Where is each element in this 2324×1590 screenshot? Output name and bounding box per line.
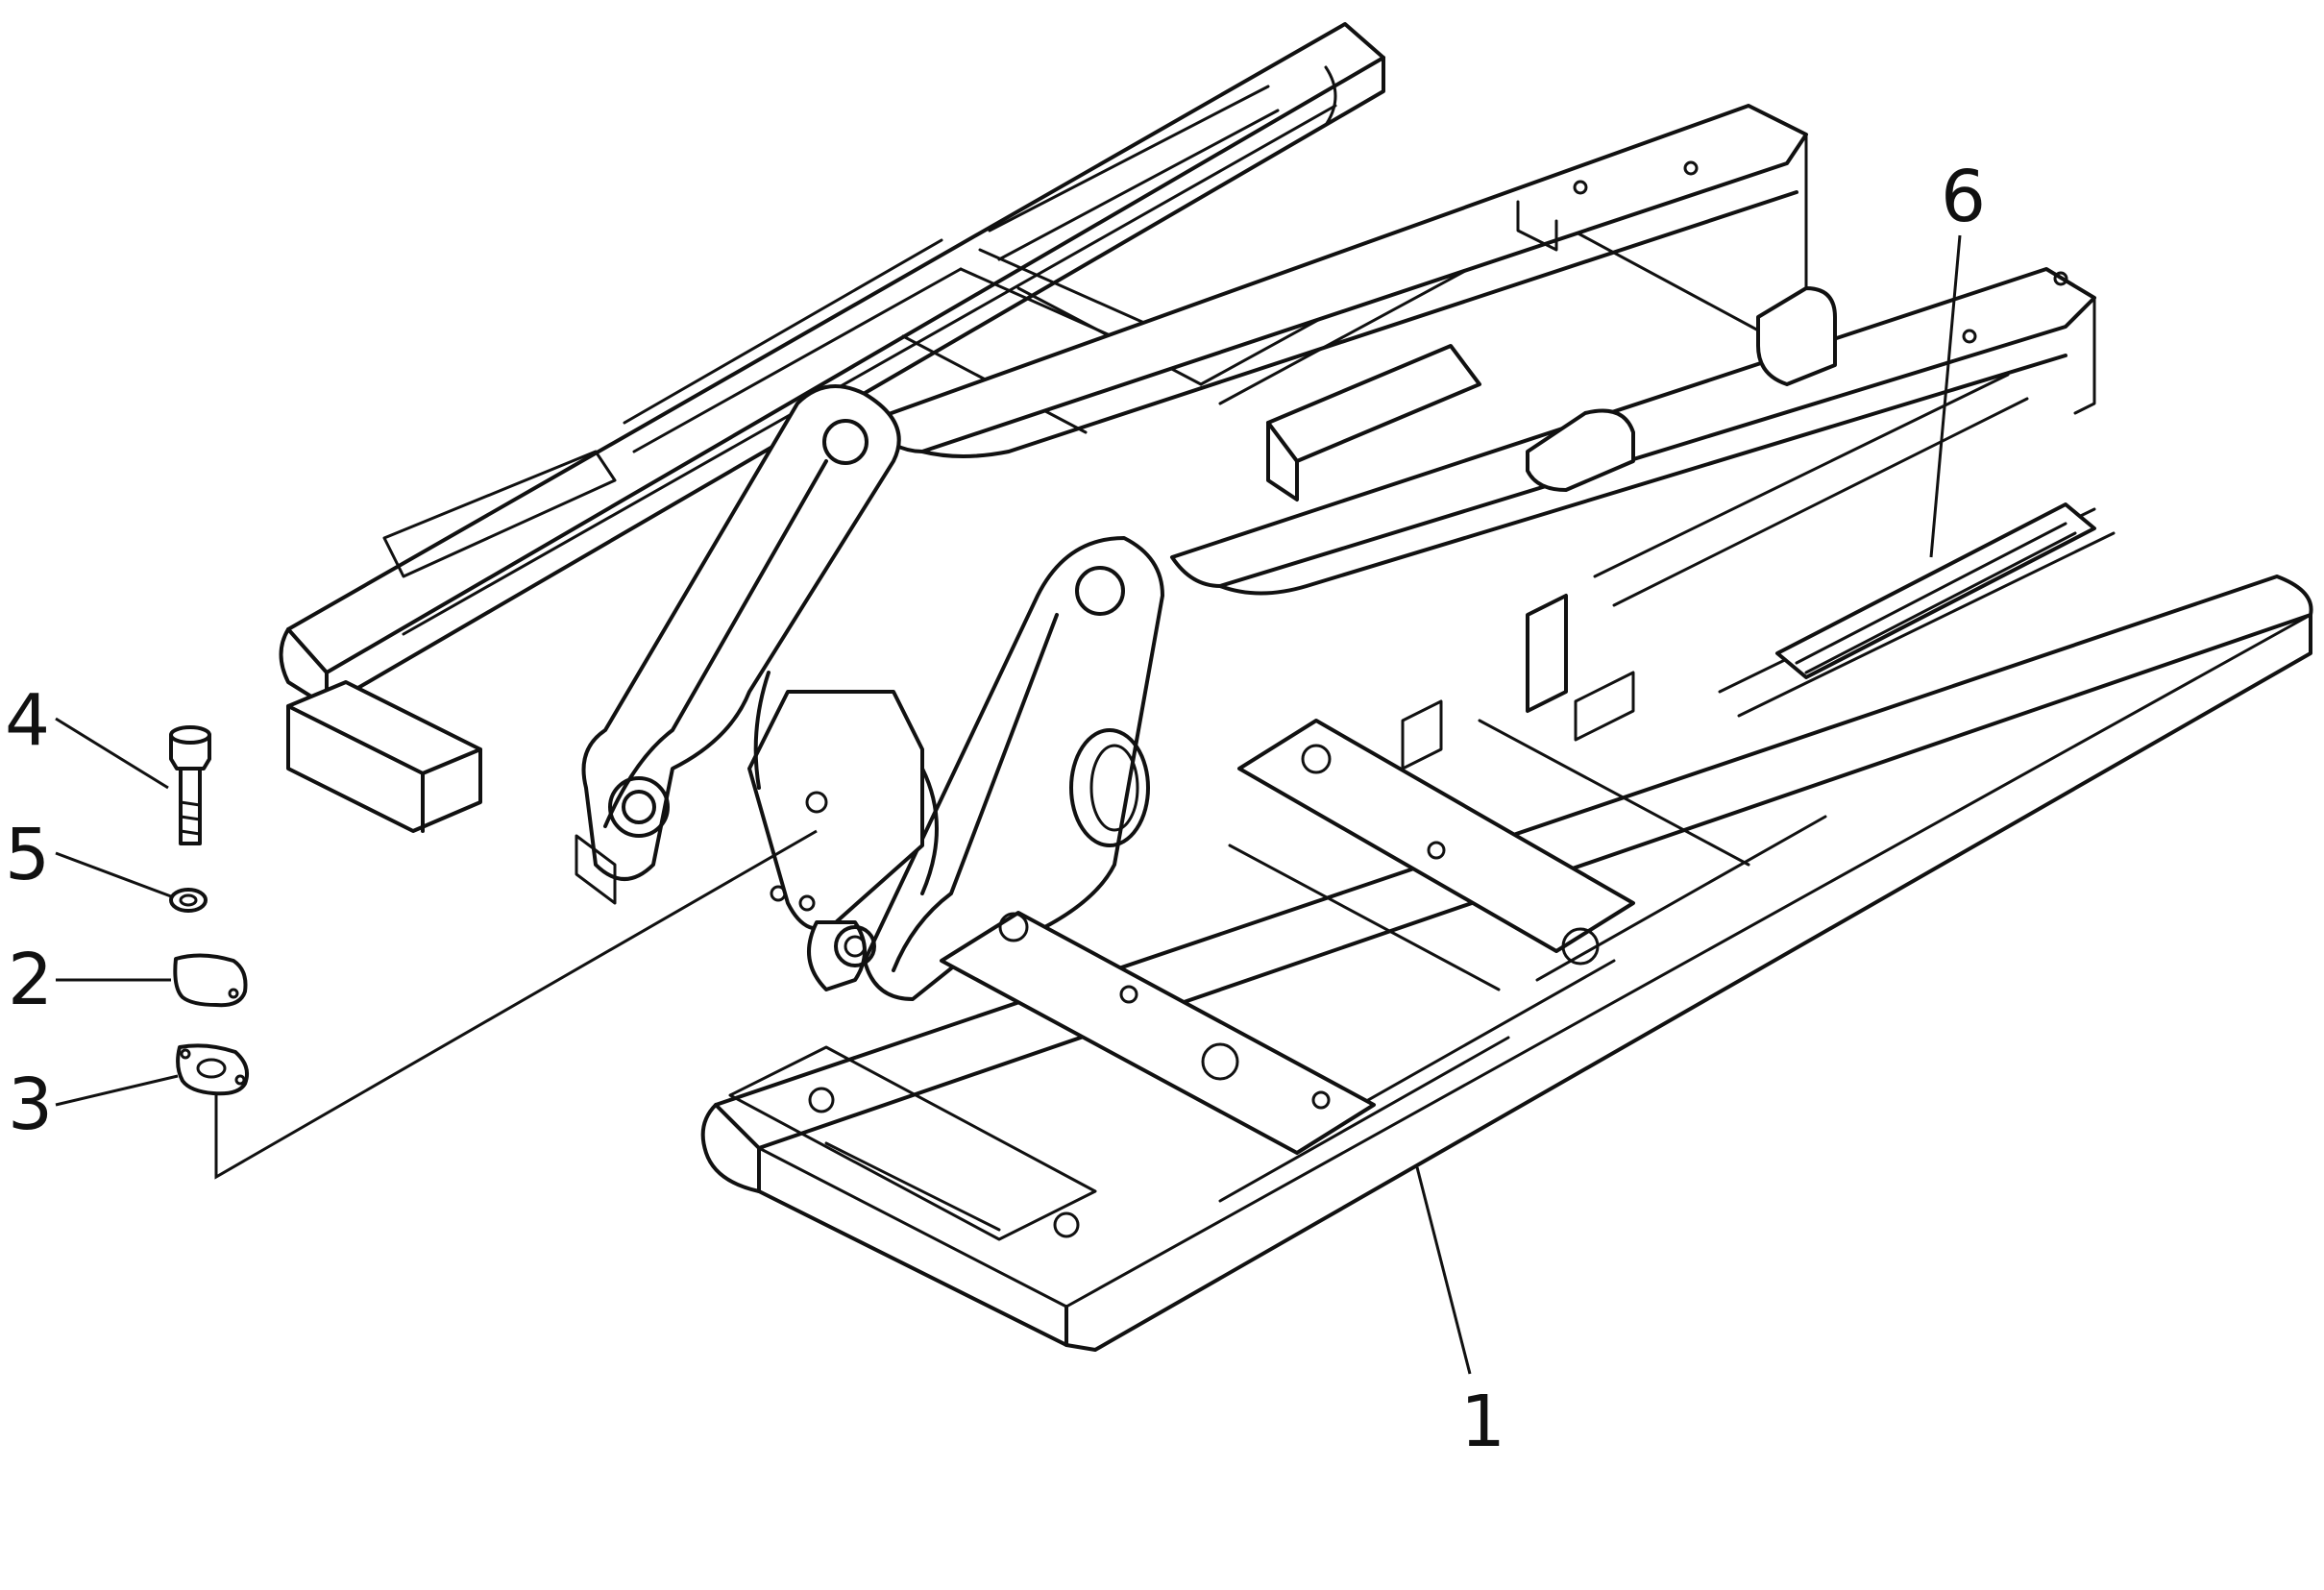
right-side-uprights <box>1401 594 1635 771</box>
leader-4 <box>55 717 169 790</box>
part-5-washer <box>169 888 208 913</box>
leader-6 <box>1929 234 1962 558</box>
front-deck-plates <box>728 719 1635 1241</box>
boom-foot-inner-bracket <box>575 671 939 991</box>
frame-rear-left-rail <box>279 22 1385 708</box>
callout-4: 4 <box>5 679 50 762</box>
leader-1 <box>1415 1166 1472 1375</box>
boom-foot-left-plate <box>581 384 901 881</box>
leader-5 <box>55 851 172 898</box>
rear-mount-block <box>286 680 482 833</box>
callout-2: 2 <box>8 939 53 1021</box>
leader-assembly <box>214 829 818 1180</box>
part-3-gasket <box>176 1043 249 1096</box>
part-4-bolt <box>169 725 211 845</box>
cylinder-bracket <box>1266 286 1837 501</box>
callout-labels: 4 5 2 3 1 6 <box>5 156 1986 1463</box>
callout-3: 3 <box>8 1064 53 1146</box>
leader-3 <box>55 1074 179 1107</box>
callout-6: 6 <box>1941 156 1986 238</box>
upper-boom-truss <box>863 104 2096 596</box>
leader-lines <box>55 234 1962 1375</box>
part-2-cover-plate <box>173 953 248 1008</box>
callout-5: 5 <box>5 814 50 896</box>
callout-1: 1 <box>1460 1381 1505 1463</box>
boom-foot-right-plate <box>863 536 1164 1001</box>
part-6-slotted-rail <box>1775 502 2096 679</box>
